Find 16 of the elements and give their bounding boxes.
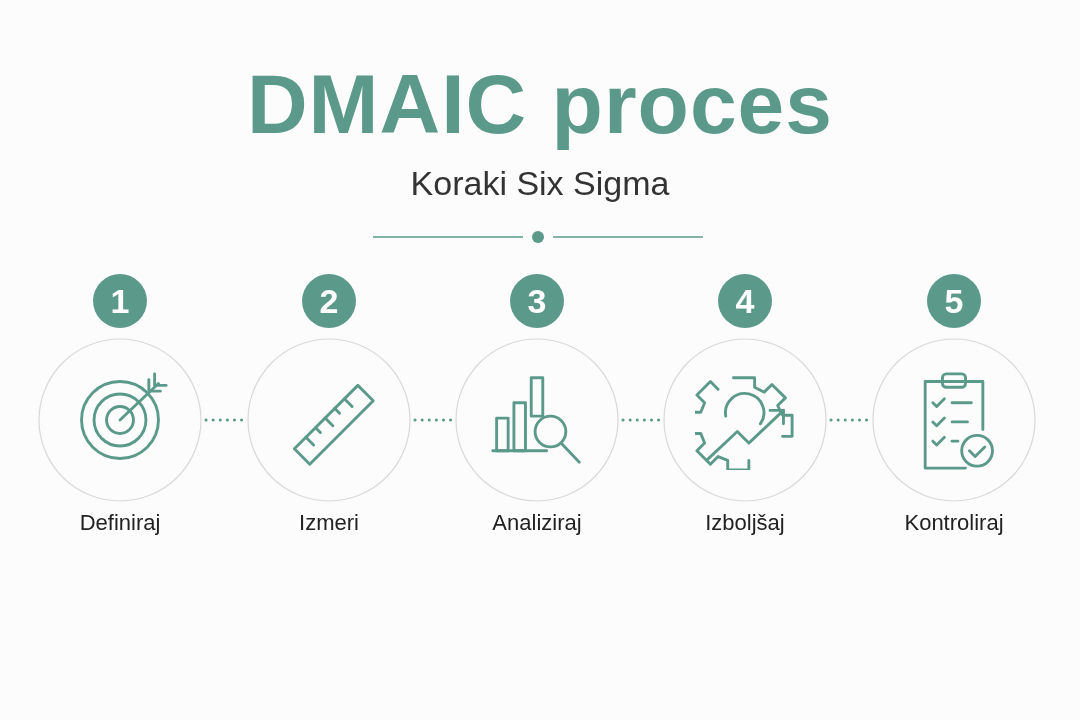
step-label: Izmeri	[299, 510, 359, 537]
connector	[204, 418, 245, 422]
step-label: Definiraj	[79, 510, 161, 537]
diagram-title: DMAIC proces	[246, 57, 834, 151]
step-label: Analiziraj	[492, 510, 582, 537]
step-label: Izboljšaj	[705, 510, 785, 537]
step-number-badge: 5	[927, 274, 981, 328]
step-number-badge: 4	[718, 274, 772, 328]
step-number-badge: 1	[93, 274, 147, 328]
connector	[829, 418, 870, 422]
subtitle: Koraki Six Sigma	[410, 164, 670, 202]
connector	[413, 418, 453, 422]
step-label: Kontroliraj	[904, 510, 1004, 537]
step-number-badge: 3	[510, 274, 564, 328]
connector	[621, 418, 661, 422]
step-number-badge: 2	[302, 274, 356, 328]
